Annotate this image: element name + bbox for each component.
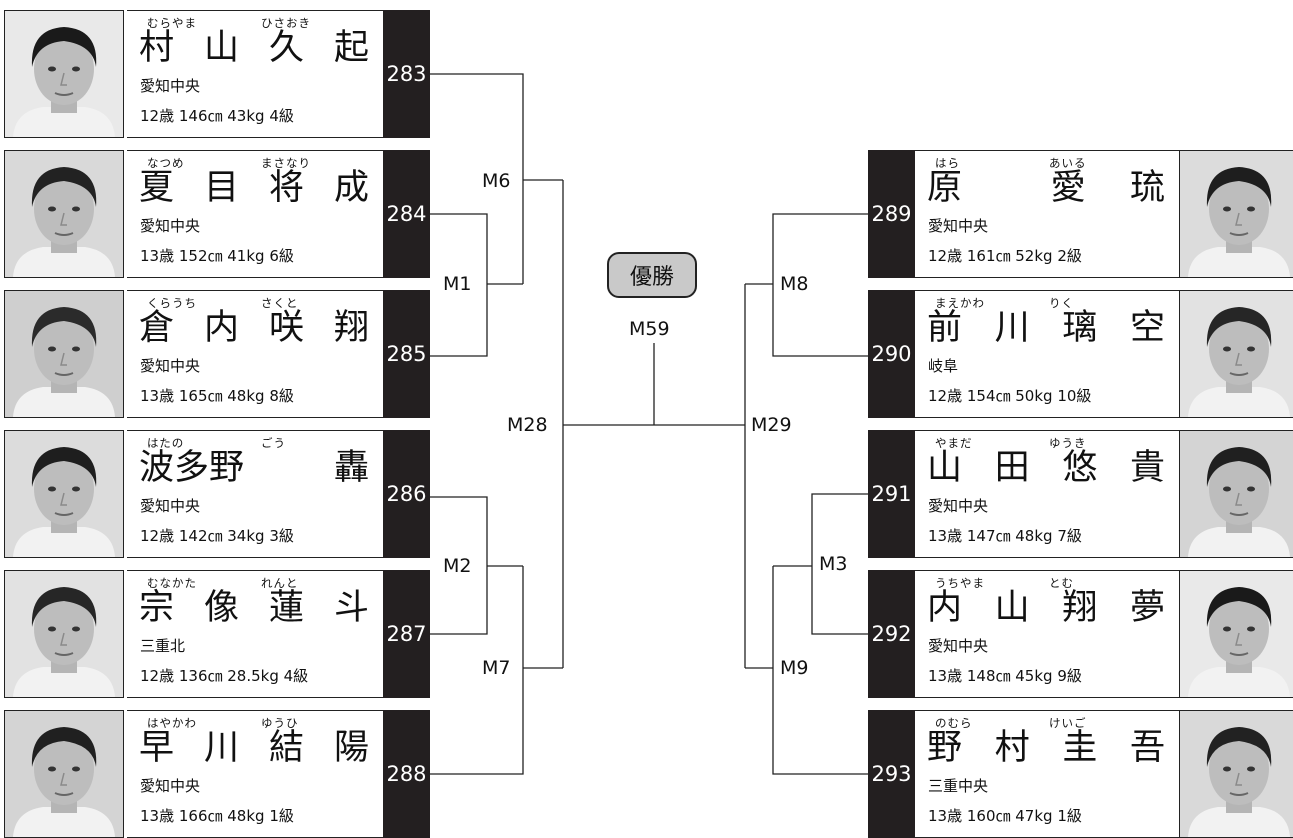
match-label-m7: M7 bbox=[479, 657, 513, 679]
match-label-m2: M2 bbox=[440, 555, 474, 577]
championship-title: 優勝 bbox=[630, 259, 674, 291]
match-label-m1: M1 bbox=[440, 273, 474, 295]
match-label-m8: M8 bbox=[777, 273, 811, 295]
match-label-m3: M3 bbox=[816, 553, 850, 575]
match-label-m6: M6 bbox=[479, 170, 513, 192]
match-label-m29: M29 bbox=[748, 414, 795, 436]
match-label-m9: M9 bbox=[777, 657, 811, 679]
match-label-m59: M59 bbox=[626, 318, 673, 340]
championship-badge: 優勝 bbox=[607, 252, 697, 298]
match-label-m28: M28 bbox=[504, 414, 551, 436]
